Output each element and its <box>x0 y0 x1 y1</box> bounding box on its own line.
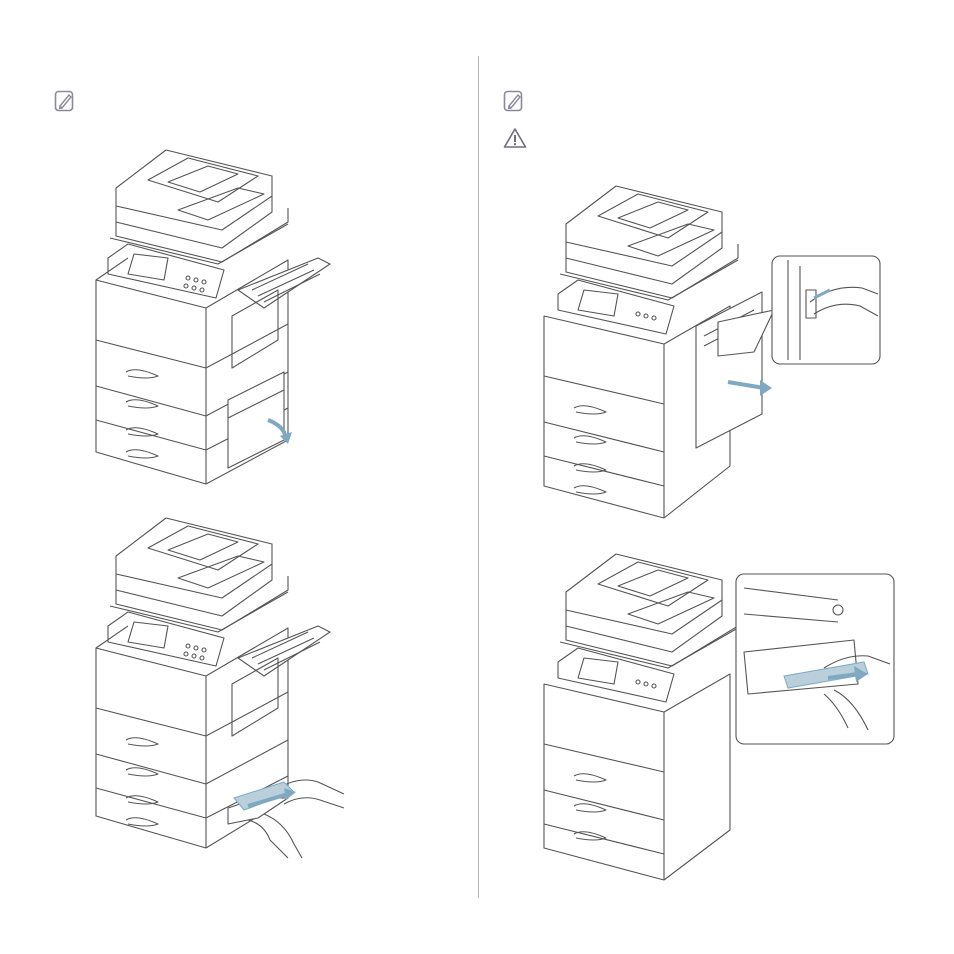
printer-lower-side-cover-open-figure <box>88 140 338 488</box>
warning-triangle-icon <box>503 127 527 149</box>
printer-remove-jammed-paper-lower-figure <box>88 508 350 860</box>
note-pencil-icon <box>503 90 525 112</box>
printer-right-cover-open-figure <box>538 176 884 522</box>
column-divider <box>478 56 479 898</box>
note-pencil-icon <box>54 90 76 112</box>
printer-remove-jammed-paper-fuser-figure <box>538 544 898 884</box>
